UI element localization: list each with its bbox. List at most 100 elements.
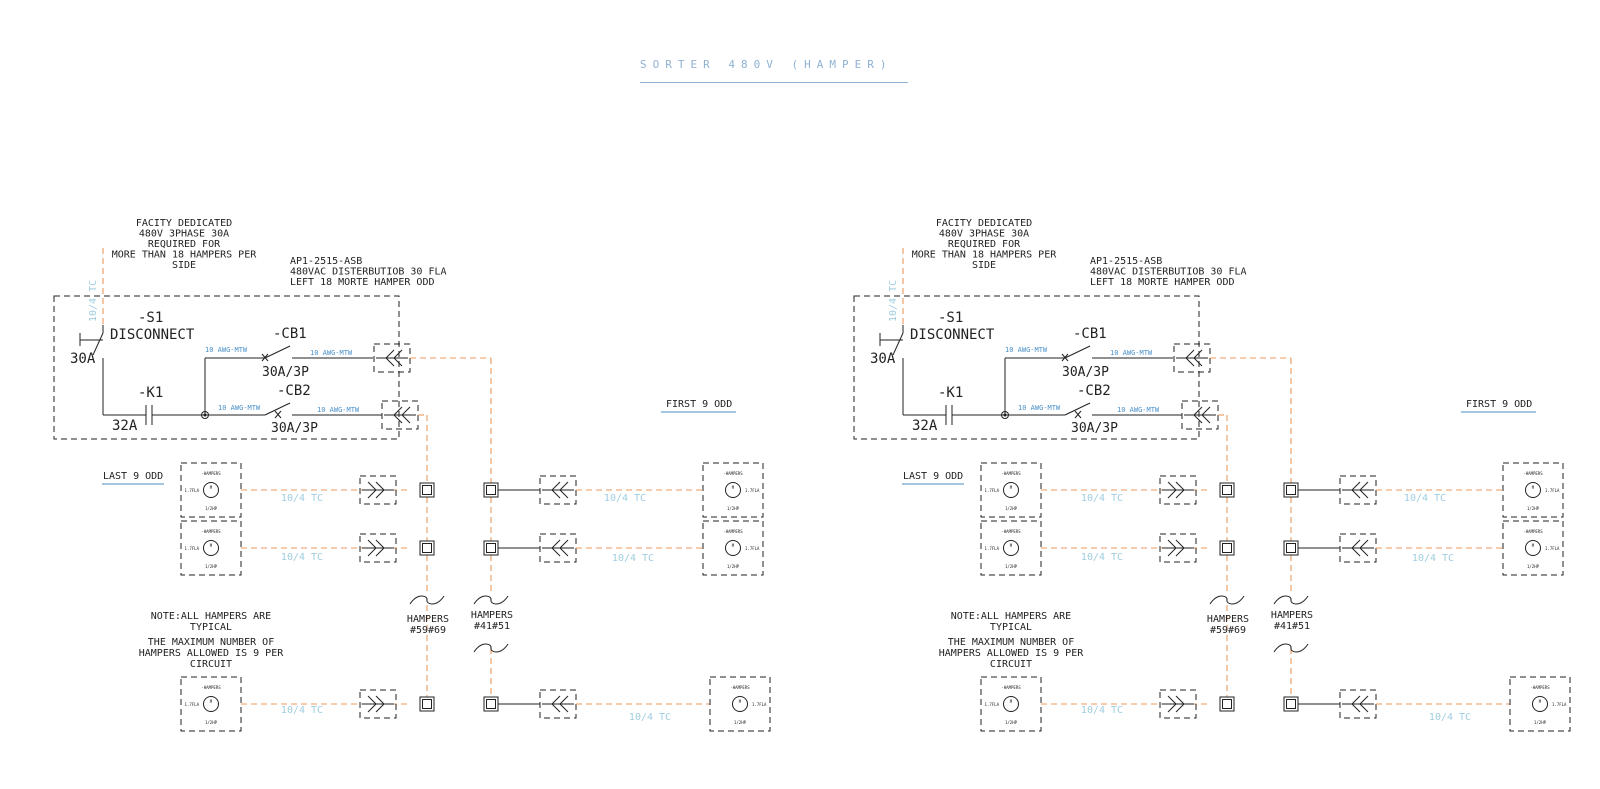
terminal-block	[1219, 696, 1235, 712]
panel-note: LEFT 18 MORTE HAMPER ODD	[1090, 277, 1235, 288]
wire-label: 10 AWG-MTW	[1005, 346, 1048, 354]
hamper-motor-box	[1509, 676, 1571, 732]
last-odd-label: LAST 9 ODD	[103, 471, 163, 482]
cb1-rating: 30A/3P	[1062, 365, 1109, 380]
motor-fla: 1.7FLA	[745, 488, 760, 493]
panel-note: 480VAC DISTERBUTIOB 30 FLA	[1090, 267, 1247, 278]
incoming-cable-label: 10/4 TC	[888, 280, 899, 322]
disconnect-blade	[92, 332, 104, 356]
motor-hp: 1/2HP	[1534, 720, 1547, 725]
motor-hp: 1/2HP	[1005, 720, 1018, 725]
motor-hp: 1/2HP	[1005, 506, 1018, 511]
motor-icon	[732, 696, 748, 712]
terminal-inner	[1222, 699, 1232, 709]
motor-letter: M	[732, 543, 735, 548]
terminal-block	[1219, 540, 1235, 556]
cb2-tag: -CB2	[277, 383, 311, 399]
connector-box	[359, 689, 397, 719]
title-underline	[640, 82, 908, 83]
contactor-tag: -K1	[938, 385, 963, 401]
hampers-right-label: HAMPERS	[471, 610, 513, 621]
cb1-x	[1061, 353, 1069, 362]
cb2-rating: 30A/3P	[271, 421, 318, 436]
motor-letter: M	[210, 699, 213, 704]
motor-hp: 1/2HP	[1527, 564, 1540, 569]
first-odd-label: FIRST 9 ODD	[666, 399, 732, 410]
panel-note: 480VAC DISTERBUTIOB 30 FLA	[290, 267, 447, 278]
motor-hp: 1/2HP	[734, 720, 747, 725]
facility-note: FACITY DEDICATED	[136, 218, 232, 229]
note-typical: NOTE:ALL HAMPERS ARE	[151, 611, 271, 622]
cb2-x	[1074, 410, 1082, 419]
hamper-motor-box	[1502, 520, 1564, 576]
hamper-motor-box	[180, 462, 242, 518]
note-max: HAMPERS ALLOWED IS 9 PER	[139, 648, 284, 659]
motor-letter: M	[1010, 699, 1013, 704]
hamper-tag: -HAMPERS	[201, 471, 221, 476]
terminal-inner	[422, 543, 432, 553]
disconnect-label: DISCONNECT	[110, 327, 195, 343]
hamper-tag: -HAMPERS	[723, 529, 743, 534]
motor-fla: 1.7FLA	[185, 702, 200, 707]
hamper-tag: -HAMPERS	[1001, 685, 1021, 690]
cb1-tag: -CB1	[1073, 326, 1107, 342]
drawing-title: SORTER 480V (HAMPER)	[640, 58, 893, 71]
motor-letter: M	[1532, 485, 1535, 490]
terminal-inner	[486, 699, 496, 709]
motor-fla: 1.7FLA	[1552, 702, 1567, 707]
motor-icon	[1525, 482, 1541, 498]
terminal-inner	[1286, 699, 1296, 709]
motor-fla: 1.7FLA	[185, 546, 200, 551]
hampers-right-label: HAMPERS	[1271, 610, 1313, 621]
hamper-tag: -HAMPERS	[1001, 529, 1021, 534]
connector-box	[359, 475, 397, 505]
cable-break-icon	[1273, 643, 1309, 653]
hamper-motor-box	[980, 462, 1042, 518]
hamper-tag: -HAMPERS	[1001, 471, 1021, 476]
cb1-rating: 30A/3P	[262, 365, 309, 380]
note-typical: TYPICAL	[990, 622, 1032, 633]
hamper-motor-box	[1502, 462, 1564, 518]
hamper-tag: -HAMPERS	[201, 529, 221, 534]
cable-label: 10/4 TC	[281, 552, 323, 563]
disconnect-blade	[892, 332, 904, 356]
hampers-right-label: #41#51	[474, 621, 510, 632]
cb2-rating: 30A/3P	[1071, 421, 1118, 436]
motor-fla: 1.7FLA	[985, 488, 1000, 493]
motor-letter: M	[1010, 543, 1013, 548]
terminal-block	[419, 696, 435, 712]
disconnect-rating: 30A	[870, 351, 896, 367]
motor-fla: 1.7FLA	[752, 702, 767, 707]
motor-hp: 1/2HP	[1527, 506, 1540, 511]
connector-box	[1159, 689, 1197, 719]
motor-icon	[1003, 540, 1019, 556]
facility-note: REQUIRED FOR	[148, 239, 221, 250]
cb2-blade	[264, 402, 291, 416]
cable-label: 10/4 TC	[612, 553, 654, 564]
motor-letter: M	[210, 543, 213, 548]
cb1-tag: -CB1	[273, 326, 307, 342]
note-max: THE MAXIMUM NUMBER OF	[148, 637, 274, 648]
note-typical: NOTE:ALL HAMPERS ARE	[951, 611, 1071, 622]
facility-note: MORE THAN 18 HAMPERS PER	[112, 250, 257, 261]
hamper-tag: -HAMPERS	[723, 471, 743, 476]
cable-label: 10/4 TC	[1081, 493, 1123, 504]
motor-letter: M	[1539, 699, 1542, 704]
wire-label: 10 AWG-MTW	[1018, 404, 1061, 412]
motor-icon	[725, 482, 741, 498]
facility-note: SIDE	[972, 260, 996, 271]
hamper-motor-box	[709, 676, 771, 732]
contactor-tag: -K1	[138, 385, 163, 401]
hamper-motor-box	[180, 676, 242, 732]
cable-label: 10/4 TC	[629, 712, 671, 723]
cb2-x	[274, 410, 282, 419]
cable-break-icon	[1273, 595, 1309, 605]
cable-label: 10/4 TC	[1412, 553, 1454, 564]
disconnect-tag: -S1	[938, 310, 963, 326]
cb1-blade	[1064, 345, 1091, 359]
note-max: CIRCUIT	[190, 659, 232, 670]
hamper-motor-box	[980, 520, 1042, 576]
motor-icon	[1003, 482, 1019, 498]
motor-fla: 1.7FLA	[985, 702, 1000, 707]
